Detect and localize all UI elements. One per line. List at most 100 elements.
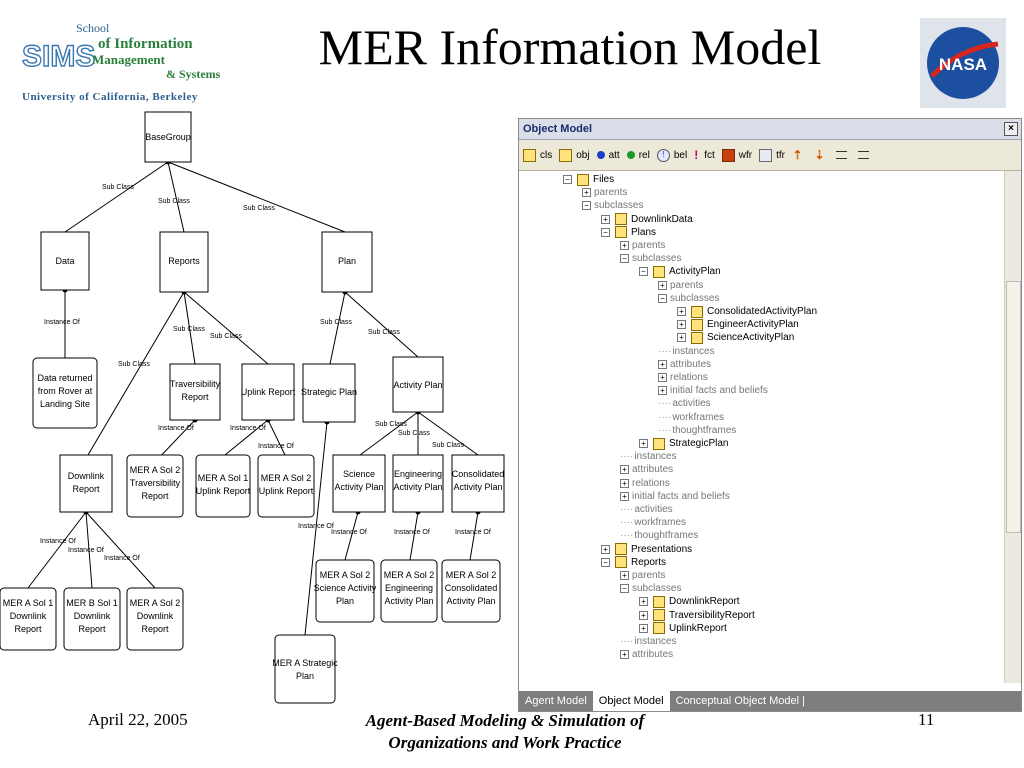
expand-icon[interactable]: + [677, 307, 686, 316]
collapse-icon[interactable]: − [601, 227, 610, 237]
tree-node[interactable]: +parents [582, 186, 627, 199]
toolbar-tfr-button[interactable]: tfr [759, 148, 785, 162]
expand-icon[interactable]: + [601, 214, 610, 224]
move-down-button[interactable]: ⇣ [814, 149, 829, 161]
tree-node[interactable]: +TraversibilityReport [639, 609, 755, 622]
tree-node[interactable]: ····activities [620, 503, 673, 516]
toolbar-rel-button[interactable]: rel [626, 150, 650, 161]
tree-node[interactable]: +initial facts and beliefs [658, 384, 768, 397]
move-up-button[interactable]: ⇡ [792, 149, 807, 161]
tree-node-label: relations [632, 477, 670, 489]
tree-node[interactable]: +parents [620, 239, 665, 252]
edge-label-subclass: Sub Class [173, 326, 205, 333]
collapse-icon[interactable]: − [639, 267, 648, 277]
tree-node[interactable]: +parents [620, 569, 665, 582]
expand-icon[interactable]: + [639, 597, 648, 607]
collapse-icon[interactable]: − [582, 201, 591, 211]
expand-icon[interactable]: + [620, 465, 629, 475]
toolbar-fct-button[interactable]: !fct [694, 147, 715, 162]
tree-node[interactable]: ····instances [658, 345, 715, 358]
expand-icon[interactable]: + [620, 571, 629, 580]
expand-icon[interactable]: + [620, 478, 629, 488]
tree-connector: ···· [620, 636, 634, 647]
node-basegroup [144, 111, 192, 163]
class-icon [653, 609, 665, 622]
tree-node[interactable]: −subclasses [658, 292, 719, 305]
expand-icon[interactable]: + [601, 544, 610, 554]
toolbar-cls-button[interactable]: cls [523, 148, 552, 162]
collapse-icon[interactable]: − [601, 557, 610, 567]
expand-icon[interactable]: + [677, 333, 686, 343]
toolbar-bel-button[interactable]: !bel [656, 148, 687, 162]
tree-node[interactable]: +UplinkReport [639, 622, 727, 635]
tree-node[interactable]: −Plans [601, 226, 656, 239]
expand-icon[interactable]: + [639, 623, 648, 633]
tree-node[interactable]: +EngineerActivityPlan [677, 318, 799, 331]
tab-agent-model[interactable]: Agent Model [525, 695, 587, 707]
tree-node[interactable]: +attributes [620, 463, 673, 476]
tree-node[interactable]: +StrategicPlan [639, 437, 728, 450]
tree-node[interactable]: +relations [658, 371, 708, 384]
expand-icon[interactable]: + [582, 188, 591, 198]
tree-node-label: subclasses [594, 200, 644, 212]
tree-node[interactable]: ····activities [658, 397, 711, 410]
node-data [40, 231, 90, 291]
tab-object-model[interactable]: Object Model [592, 691, 670, 711]
scrollbar-thumb[interactable] [1006, 281, 1021, 533]
tree-node[interactable]: +ScienceActivityPlan [677, 331, 794, 344]
footer-title: Agent-Based Modeling & Simulation of Org… [330, 710, 680, 754]
tree-node[interactable]: +attributes [620, 648, 673, 661]
collapse-icon[interactable]: − [563, 175, 572, 184]
tree-node[interactable]: −subclasses [582, 199, 643, 212]
tree-node[interactable]: +relations [620, 477, 670, 490]
expand-all-button[interactable] [836, 151, 851, 159]
tree-node[interactable]: +DownlinkData [601, 213, 693, 226]
toolbar-att-button[interactable]: att [596, 150, 620, 161]
edge-label-subclass: Sub Class [398, 430, 430, 437]
expand-icon[interactable]: + [620, 491, 629, 501]
expand-icon[interactable]: + [658, 359, 667, 369]
edge-label-subclass: Sub Class [432, 442, 464, 449]
tree-node[interactable]: −subclasses [620, 582, 681, 595]
tree-node[interactable]: ····thoughtframes [620, 529, 698, 542]
tree-node[interactable]: +ConsolidatedActivityPlan [677, 305, 817, 318]
collapse-all-button[interactable] [858, 151, 873, 159]
toolbar-obj-button[interactable]: obj [559, 148, 590, 162]
tree-node[interactable]: ····instances [620, 635, 677, 648]
node-mer-engineering [380, 559, 438, 623]
tree-node-label: attributes [670, 358, 712, 370]
tree-node[interactable]: −subclasses [620, 252, 681, 265]
tree-node[interactable]: ····workframes [658, 411, 724, 424]
node-label: Activity Plan [446, 596, 495, 606]
class-icon [691, 305, 703, 318]
tree-node[interactable]: +attributes [658, 358, 711, 371]
expand-icon[interactable]: + [658, 373, 667, 382]
collapse-icon[interactable]: − [620, 254, 629, 264]
tree-node[interactable]: ····workframes [620, 516, 686, 529]
tree-node[interactable]: ····instances [620, 450, 677, 463]
expand-icon[interactable]: + [639, 610, 648, 620]
tree-node[interactable]: +parents [658, 279, 703, 292]
expand-icon[interactable]: + [639, 439, 648, 448]
node-consolidated [451, 454, 505, 513]
tab-conceptual-object-model[interactable]: Conceptual Object Model | [675, 695, 806, 707]
close-icon[interactable]: × [1004, 122, 1018, 136]
tree-node[interactable]: ····thoughtframes [658, 424, 736, 437]
tree-scrollbar[interactable] [1004, 171, 1021, 683]
expand-icon[interactable]: + [620, 650, 629, 660]
tree-node[interactable]: +DownlinkReport [639, 595, 740, 608]
edge-label-subclass: Sub Class [118, 361, 150, 368]
tree-node[interactable]: −ActivityPlan [639, 265, 721, 278]
tree-node[interactable]: +initial facts and beliefs [620, 490, 730, 503]
collapse-icon[interactable]: − [620, 584, 629, 594]
tree-node[interactable]: +Presentations [601, 543, 692, 556]
expand-icon[interactable]: + [677, 320, 686, 330]
tree-node[interactable]: −Files [563, 173, 614, 186]
expand-icon[interactable]: + [658, 280, 667, 290]
collapse-icon[interactable]: − [658, 293, 667, 303]
toolbar-wfr-button[interactable]: wfr [721, 148, 752, 162]
expand-icon[interactable]: + [620, 241, 629, 250]
logo-information: of Information [98, 36, 193, 52]
tree-node[interactable]: −Reports [601, 556, 666, 569]
expand-icon[interactable]: + [658, 386, 667, 396]
